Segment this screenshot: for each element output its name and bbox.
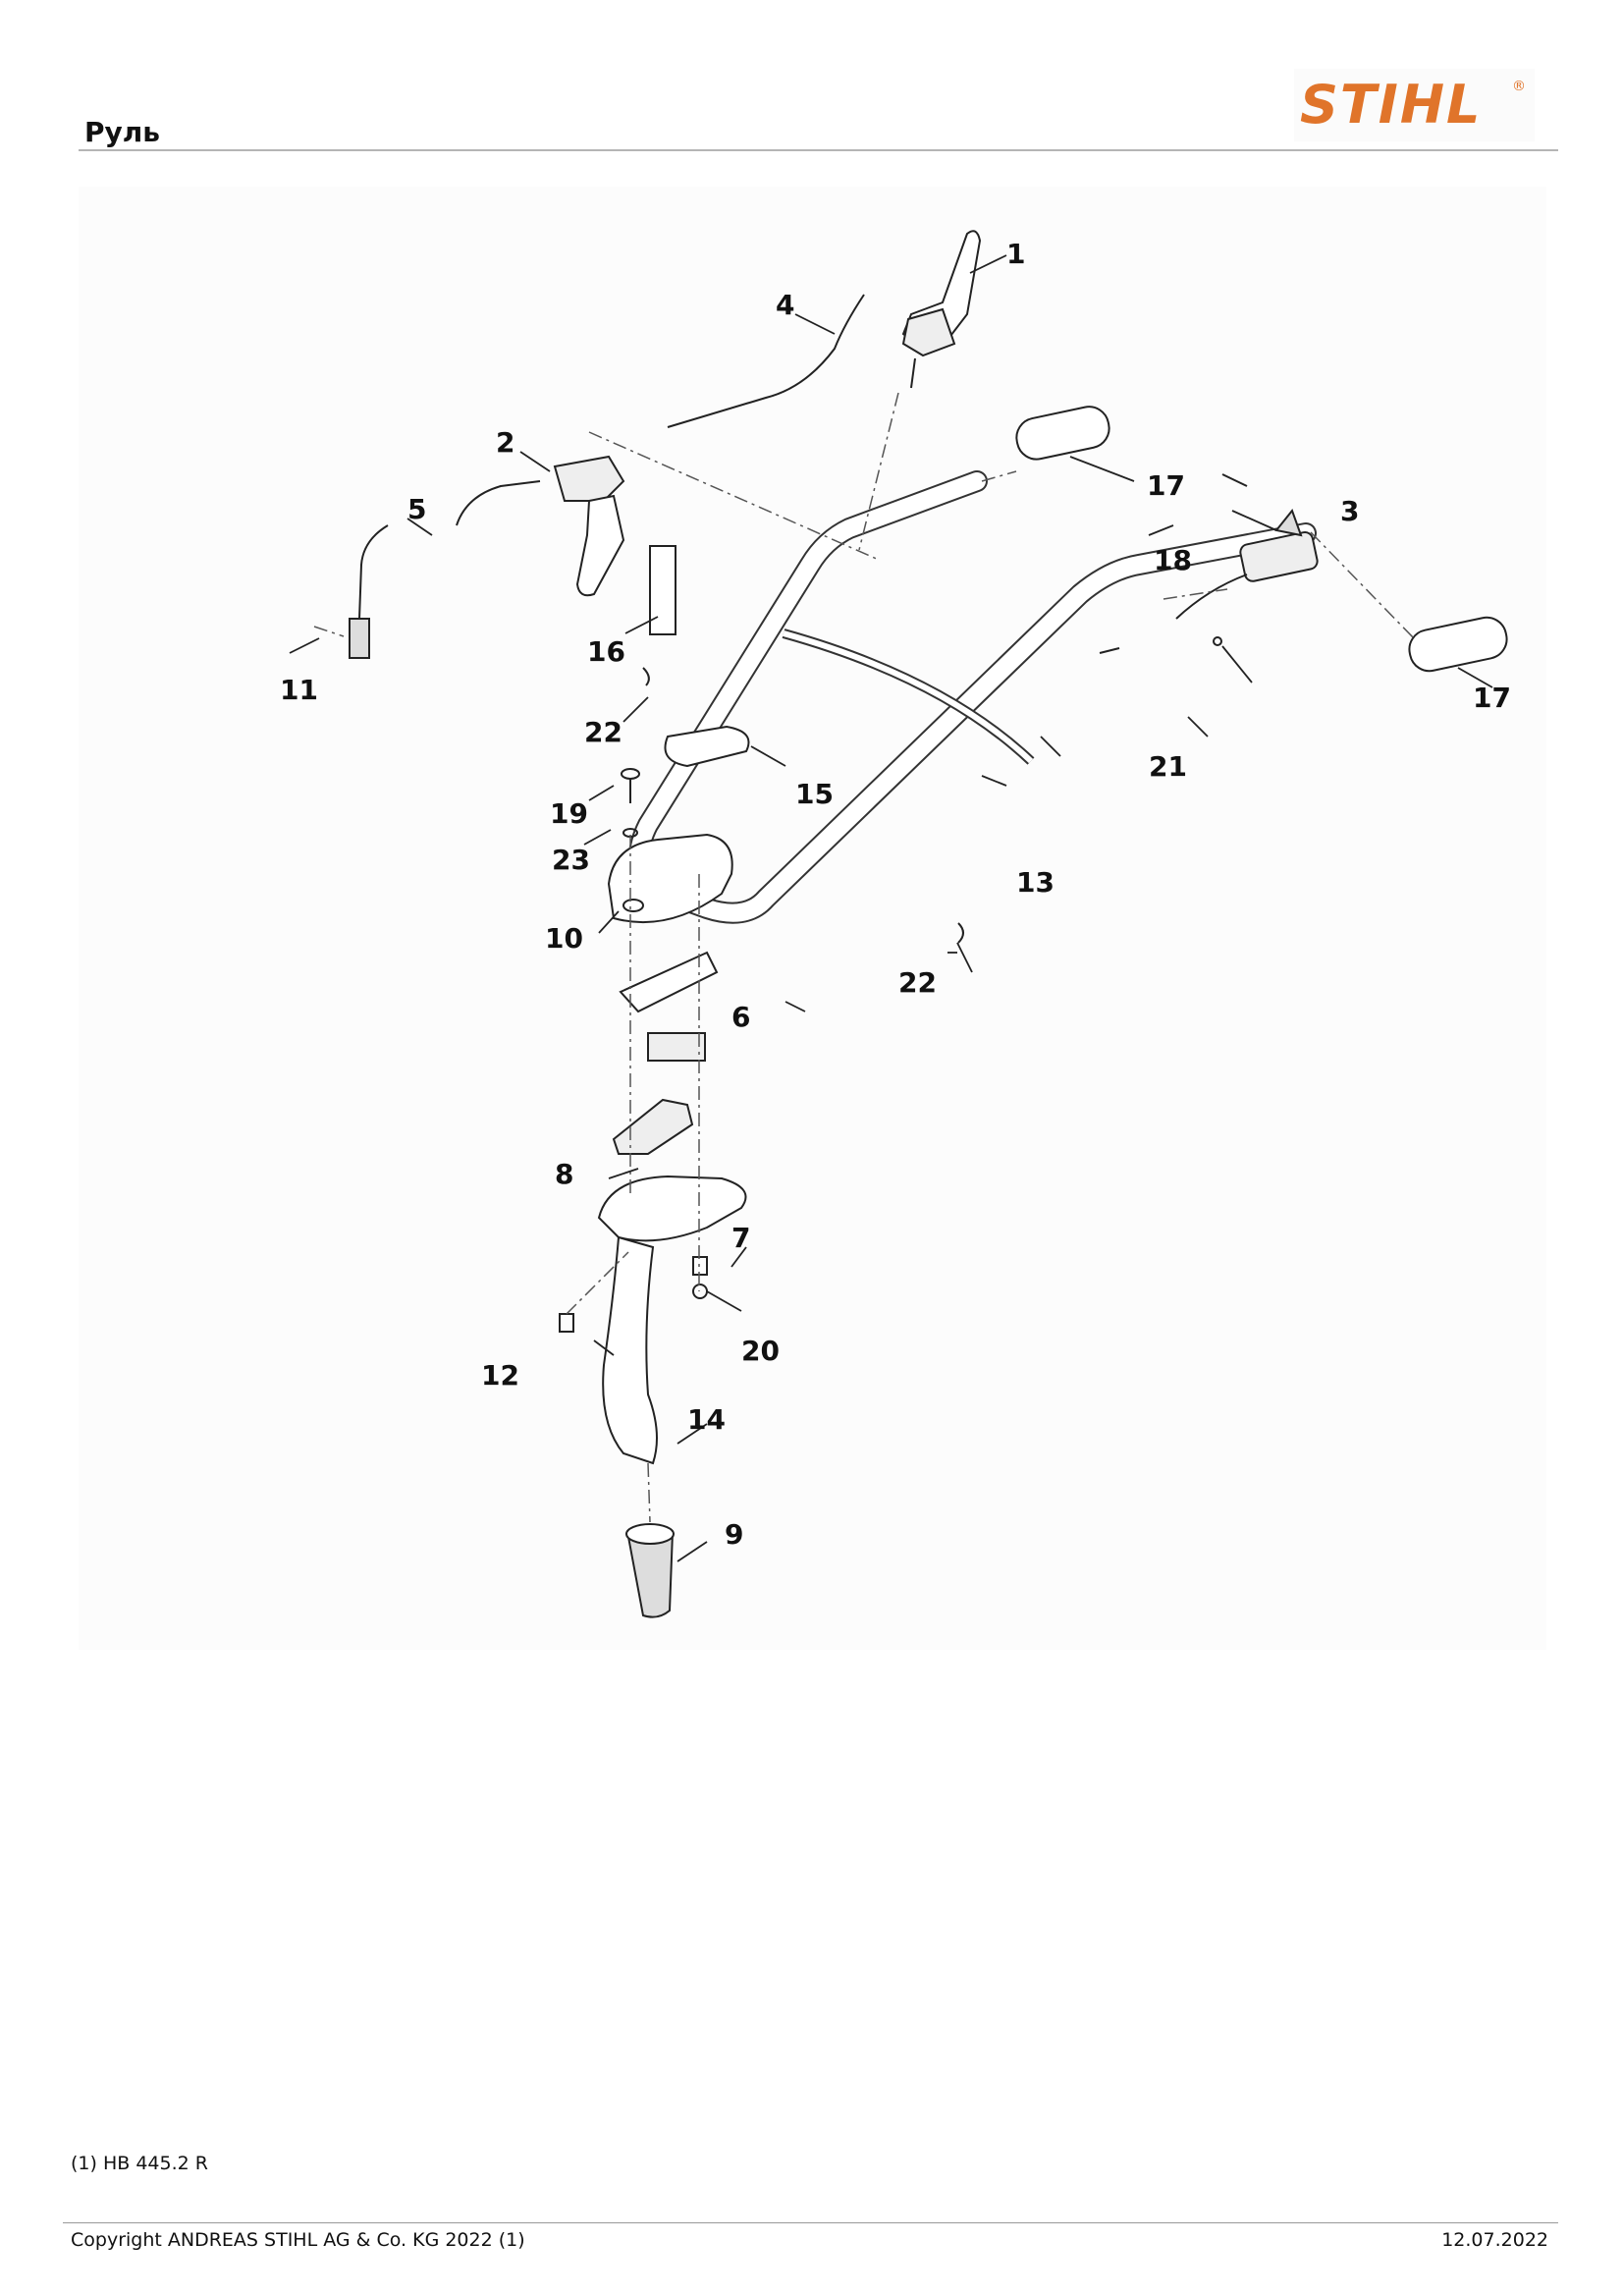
callout-14: 14 xyxy=(687,1403,726,1436)
clamp-upper xyxy=(664,725,750,768)
callout-6: 6 xyxy=(731,1001,750,1033)
callout-23: 23 xyxy=(552,844,590,876)
callout-21: 21 xyxy=(1149,750,1187,783)
warning-label xyxy=(649,545,676,635)
alignment-lines xyxy=(313,392,1415,1523)
swivel-housing xyxy=(597,1175,747,1242)
stihl-logo: STIHL ® xyxy=(1294,69,1535,141)
throttle-control xyxy=(1175,508,1319,620)
callout-22-lower: 22 xyxy=(898,966,937,999)
callout-4: 4 xyxy=(776,289,794,321)
page-title: Руль xyxy=(84,116,160,148)
spring-clip xyxy=(619,951,719,1062)
handlebar-tube xyxy=(628,470,1317,924)
callout-22-upper: 22 xyxy=(584,716,622,748)
footer-divider xyxy=(63,2222,1558,2223)
control-cables xyxy=(349,294,865,659)
callout-11: 11 xyxy=(280,674,318,706)
callout-13: 13 xyxy=(1016,866,1055,899)
model-note: (1) HB 445.2 R xyxy=(71,2153,208,2174)
callout-2: 2 xyxy=(496,426,514,459)
callout-1: 1 xyxy=(1006,238,1025,270)
copyright-text: Copyright ANDREAS STIHL AG & Co. KG 2022… xyxy=(71,2229,525,2251)
callout-17-upper: 17 xyxy=(1147,469,1185,502)
parts-diagram: 1 2 3 4 5 6 7 8 9 10 11 12 13 14 15 16 1… xyxy=(79,187,1546,1650)
grip-lower xyxy=(1408,616,1508,673)
callout-labels: 1 2 3 4 5 6 7 8 9 10 11 12 13 14 15 16 1… xyxy=(280,238,1511,1551)
chute-handle xyxy=(602,1235,658,1465)
callout-10: 10 xyxy=(545,922,583,955)
callout-7: 7 xyxy=(731,1222,750,1254)
svg-text:®: ® xyxy=(1512,79,1526,94)
callout-3: 3 xyxy=(1340,495,1359,527)
handle-grip-9 xyxy=(625,1523,675,1618)
svg-text:STIHL: STIHL xyxy=(1300,74,1482,136)
callout-15: 15 xyxy=(795,778,834,810)
callout-9: 9 xyxy=(725,1518,743,1551)
control-lever-left xyxy=(553,455,625,597)
handle-housing-cover xyxy=(607,833,733,924)
callout-16: 16 xyxy=(587,635,625,668)
callout-20: 20 xyxy=(741,1335,780,1367)
callout-8: 8 xyxy=(555,1158,573,1190)
header-divider xyxy=(79,149,1558,151)
leader-lines xyxy=(289,254,1493,1562)
grip-upper xyxy=(1015,406,1110,461)
control-lever-right xyxy=(901,230,982,389)
callout-19: 19 xyxy=(550,797,588,830)
callout-17-lower: 17 xyxy=(1473,682,1511,714)
callout-12: 12 xyxy=(481,1359,519,1392)
handle-base-plate xyxy=(612,1098,694,1155)
hardware-parts xyxy=(559,473,1248,1333)
callout-18: 18 xyxy=(1154,544,1192,576)
callout-5: 5 xyxy=(407,493,426,525)
document-date: 12.07.2022 xyxy=(1441,2229,1548,2251)
